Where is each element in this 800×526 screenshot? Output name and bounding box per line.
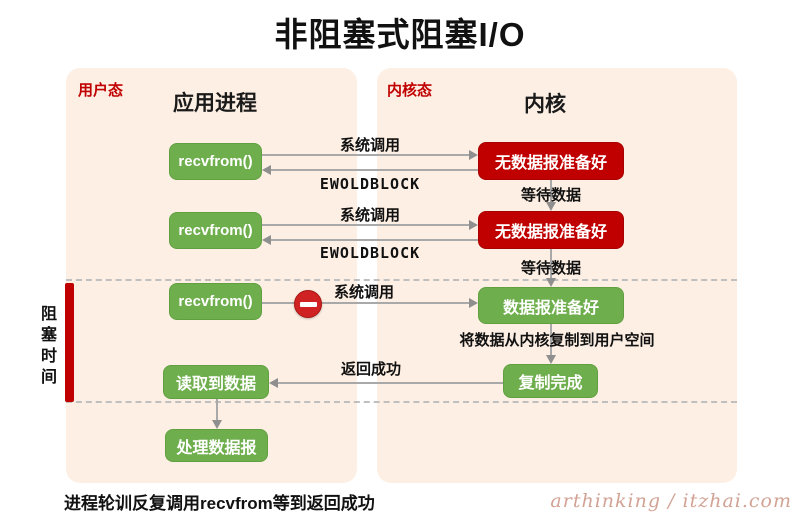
arrow-syscall-3 xyxy=(262,302,470,304)
kernel-panel-heading: 内核 xyxy=(524,93,566,116)
node-copy-done: 复制完成 xyxy=(503,364,598,398)
dashed-divider-bottom xyxy=(66,401,737,403)
arrow-wait-data-1 xyxy=(550,180,552,203)
arrowhead-down-icon xyxy=(546,202,556,211)
arrow-syscall-2 xyxy=(262,224,470,226)
node-recvfrom-1: recvfrom() xyxy=(169,143,262,180)
bottom-caption: 进程轮训反复调用recvfrom等到返回成功 xyxy=(64,494,375,513)
kernel-mode-panel xyxy=(377,68,737,483)
label-wait-data-2: 等待数据 xyxy=(520,260,581,277)
kernel-mode-tag: 内核态 xyxy=(387,82,433,99)
arrow-wait-data-2 xyxy=(550,249,552,279)
no-entry-icon xyxy=(294,290,322,318)
label-ewouldblock-2: EWOLDBLOCK xyxy=(319,244,421,262)
label-syscall-2: 系统调用 xyxy=(339,207,400,224)
dashed-divider-top xyxy=(66,279,737,281)
arrowhead-down-icon xyxy=(546,278,556,287)
user-mode-panel xyxy=(66,68,357,483)
arrowhead-down-icon xyxy=(546,355,556,364)
node-no-datagram-2: 无数据报准备好 xyxy=(478,211,624,249)
arrow-process-datagram xyxy=(216,399,218,421)
label-copy-to-user: 将数据从内核复制到用户空间 xyxy=(459,332,655,349)
label-syscall-3: 系统调用 xyxy=(333,284,394,301)
arrowhead-right-icon xyxy=(469,298,478,308)
arrowhead-left-icon xyxy=(262,165,271,175)
watermark: arthinking / itzhai.com xyxy=(550,490,792,512)
user-panel-heading: 应用进程 xyxy=(173,92,257,115)
arrow-ewouldblock-2 xyxy=(271,239,478,241)
arrow-syscall-1 xyxy=(262,154,470,156)
arrowhead-right-icon xyxy=(469,150,478,160)
node-datagram-ready: 数据报准备好 xyxy=(478,287,624,324)
no-entry-bar xyxy=(299,301,317,307)
node-recvfrom-2: recvfrom() xyxy=(169,212,262,249)
label-return-success: 返回成功 xyxy=(340,361,401,378)
node-recvfrom-3: recvfrom() xyxy=(169,283,262,320)
label-wait-data-1: 等待数据 xyxy=(520,187,581,204)
arrowhead-down-icon xyxy=(212,420,222,429)
label-syscall-1: 系统调用 xyxy=(339,137,400,154)
node-process-datagram: 处理数据报 xyxy=(165,429,268,462)
page-title: 非阻塞式阻塞I/O xyxy=(274,16,526,53)
label-ewouldblock-1: EWOLDBLOCK xyxy=(319,175,421,193)
arrowhead-left-icon xyxy=(262,235,271,245)
node-no-datagram-1: 无数据报准备好 xyxy=(478,142,624,180)
arrowhead-right-icon xyxy=(469,220,478,230)
node-read-data: 读取到数据 xyxy=(163,365,269,399)
arrow-copy-to-user xyxy=(550,324,552,356)
arrowhead-left-icon xyxy=(269,378,278,388)
arrow-ewouldblock-1 xyxy=(271,169,478,171)
blocking-time-bar xyxy=(65,283,74,402)
user-mode-tag: 用户态 xyxy=(78,82,124,99)
arrow-return-success xyxy=(278,382,503,384)
blocking-time-label: 阻塞时间 xyxy=(38,305,55,389)
